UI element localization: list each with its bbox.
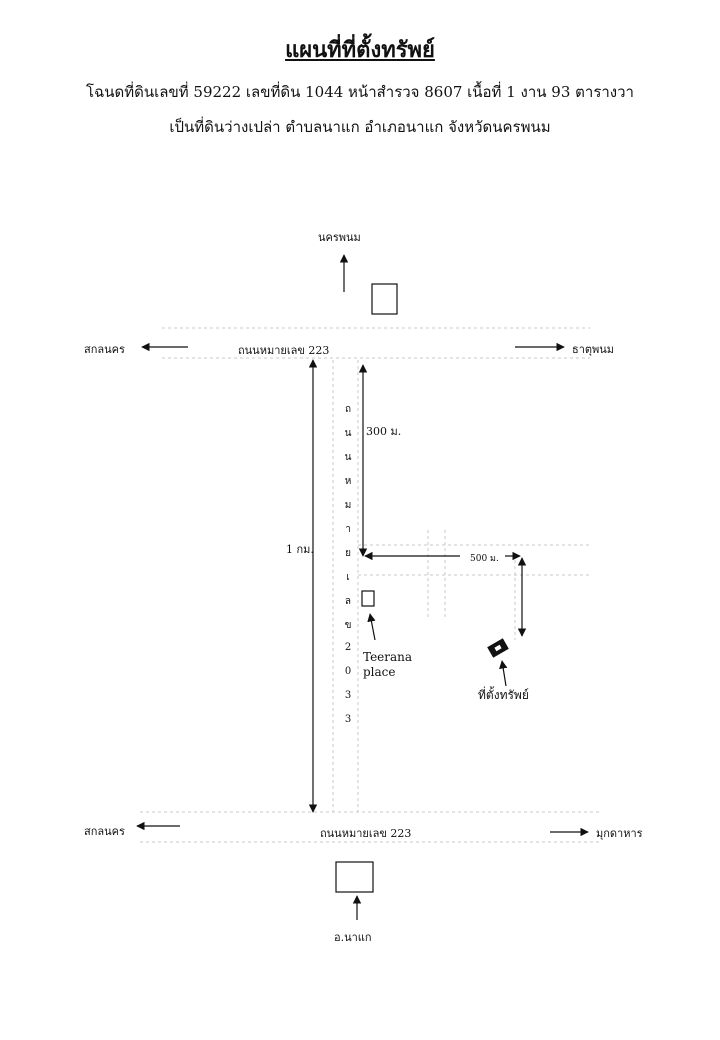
top-west-destination-label: สกลนคร (84, 343, 125, 356)
vertical-road-char: า (345, 524, 351, 535)
vertical-road-char: ล (344, 596, 352, 607)
property-arrow (499, 660, 508, 687)
road-outlines (140, 327, 600, 843)
page-title: แผนที่ที่ตั้งทรัพย์ (285, 37, 435, 63)
vertical-road-char: ห (344, 476, 352, 487)
bottom-east-destination-label: มุกดาหาร (596, 827, 643, 840)
vertical-road-char: ถ (344, 404, 352, 415)
property-marker (487, 638, 509, 658)
deed-info-line: โฉนดที่ดินเลขที่ 59222 เลขที่ดิน 1044 หน… (86, 83, 634, 101)
vertical-road-char: เ (346, 572, 350, 583)
vertical-road-char: 3 (344, 690, 352, 701)
vertical-road-char: 2 (344, 642, 352, 653)
south-destination-label: อ.นาแก (334, 931, 372, 944)
distance-1km-label: 1 กม. (286, 543, 314, 556)
vertical-road-char: น (344, 428, 352, 439)
landmark-arrow (367, 613, 376, 641)
building-south (335, 861, 374, 893)
landmark-label: Teerana place (363, 650, 413, 679)
vertical-road-char: ข (344, 620, 352, 631)
distance-300m-label: 300 ม. (366, 425, 402, 438)
vertical-road-char: 3 (344, 714, 352, 725)
bottom-road-label: ถนนหมายเลข 223 (320, 827, 412, 840)
building-north (371, 283, 398, 315)
vertical-road-char: ย (345, 548, 351, 559)
top-road-label: ถนนหมายเลข 223 (238, 344, 330, 357)
vertical-road-char: 0 (344, 666, 352, 677)
distance-500m-label: 500 ม. (470, 554, 499, 564)
landmark-building (361, 590, 375, 607)
vertical-road-char: น (344, 452, 352, 463)
bottom-west-destination-label: สกลนคร (84, 825, 125, 838)
vertical-road-char: ม (344, 500, 352, 511)
property-label: ที่ตั้งทรัพย์ (478, 688, 529, 702)
north-destination-label: นครพนม (318, 231, 361, 244)
location-info-line: เป็นที่ดินว่างเปล่า ตำบลนาแก อำเภอนาแก จ… (169, 118, 551, 136)
top-east-destination-label: ธาตุพนม (572, 343, 615, 356)
